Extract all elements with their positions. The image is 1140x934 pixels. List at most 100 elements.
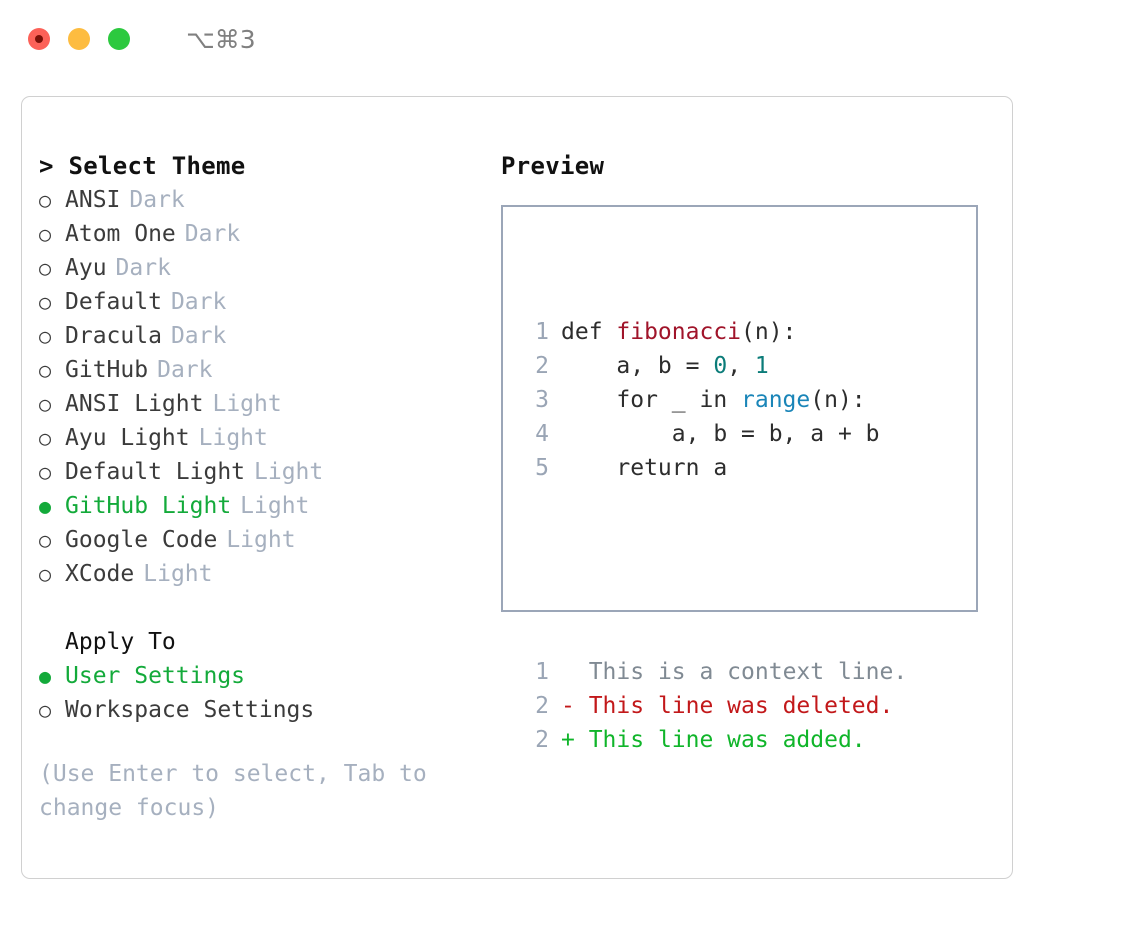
diff-line: 1 This is a context line.	[523, 655, 907, 689]
diff-line: 2+ This line was added.	[523, 723, 907, 757]
code-token: a, b =	[561, 353, 714, 379]
radio-unselected-icon: ○	[39, 358, 52, 382]
line-number: 2	[535, 693, 549, 719]
theme-option-atom-one[interactable]: ○ Atom One Dark	[39, 217, 489, 251]
code-token: a, b = b, a + b	[561, 421, 880, 447]
code-token: ,	[727, 353, 755, 379]
code-token: return a	[561, 455, 728, 481]
code-line: 4 a, b = b, a + b	[523, 417, 907, 451]
theme-option-ayu[interactable]: ○ Ayu Dark	[39, 251, 489, 285]
radio-unselected-icon: ○	[39, 460, 52, 484]
code-token: (n):	[741, 319, 797, 345]
theme-name-label: ANSI Light	[65, 391, 204, 417]
preview-heading: Preview	[501, 152, 605, 180]
code-token: fibonacci	[616, 319, 742, 345]
radio-selected-icon: ●	[39, 494, 52, 518]
theme-category-label: Dark	[170, 323, 227, 349]
code-line: 2 a, b = 0, 1	[523, 349, 907, 383]
code-token: for _ in	[561, 387, 742, 413]
minimize-window-icon[interactable]	[68, 28, 90, 50]
code-line-content: a, b = 0, 1	[561, 349, 768, 383]
diff-text: This is a context line.	[588, 659, 908, 685]
code-token: def	[561, 319, 617, 345]
theme-category-label: Light	[254, 459, 324, 485]
apply-to-list: ●User Settings ○ Workspace Settings	[39, 659, 489, 727]
theme-category-label: Light	[240, 493, 310, 519]
theme-option-google-code[interactable]: ○ Google Code Light	[39, 523, 489, 557]
theme-category-label: Light	[226, 527, 296, 553]
theme-name-label: Google Code	[65, 527, 218, 553]
theme-name-label: Ayu Light	[65, 425, 190, 451]
code-token: 0	[713, 353, 728, 379]
apply-to-option-user-settings[interactable]: ●User Settings	[39, 659, 489, 693]
theme-option-ayu-light[interactable]: ○ Ayu Light Light	[39, 421, 489, 455]
apply-to-label: User Settings	[65, 663, 246, 689]
theme-name-label: Default Light	[65, 459, 246, 485]
radio-unselected-icon: ○	[39, 698, 52, 722]
diff-sample-lines: 1 This is a context line.2- This line wa…	[523, 655, 907, 757]
maximize-window-icon[interactable]	[108, 28, 130, 50]
radio-unselected-icon: ○	[39, 392, 52, 416]
radio-unselected-icon: ○	[39, 562, 52, 586]
theme-category-label: Dark	[184, 221, 241, 247]
radio-unselected-icon: ○	[39, 290, 52, 314]
code-line-content: def fibonacci(n):	[561, 315, 796, 349]
line-number: 3	[535, 387, 549, 413]
theme-category-label: Dark	[157, 357, 213, 383]
code-line-content: a, b = b, a + b	[561, 417, 880, 451]
close-window-icon[interactable]	[28, 28, 50, 50]
theme-option-dracula[interactable]: ○ Dracula Dark	[39, 319, 489, 353]
theme-category-label: Light	[212, 391, 282, 417]
code-line: 3 for _ in range(n):	[523, 383, 907, 417]
theme-name-label: Dracula	[65, 323, 162, 349]
code-line-content: return a	[561, 451, 727, 485]
theme-name-label: Ayu	[65, 255, 107, 281]
radio-unselected-icon: ○	[39, 528, 52, 552]
theme-option-ansi-light[interactable]: ○ ANSI Light Light	[39, 387, 489, 421]
traffic-light-buttons	[28, 28, 130, 50]
code-diff-gap	[523, 553, 907, 587]
theme-category-label: Dark	[115, 255, 171, 281]
line-number: 2	[535, 727, 549, 753]
select-theme-heading: > Select Theme	[39, 152, 246, 180]
diff-text: This line was deleted.	[588, 693, 894, 719]
theme-option-default[interactable]: ○ Default Dark	[39, 285, 489, 319]
radio-unselected-icon: ○	[39, 324, 52, 348]
radio-unselected-icon: ○	[39, 256, 52, 280]
theme-option-default-light[interactable]: ○ Default Light Light	[39, 455, 489, 489]
apply-to-label: Workspace Settings	[65, 697, 315, 723]
diff-marker: +	[561, 727, 589, 753]
theme-option-ansi[interactable]: ○ ANSI Dark	[39, 183, 489, 217]
line-number: 5	[535, 455, 549, 481]
code-line: 5 return a	[523, 451, 907, 485]
code-line-content: for _ in range(n):	[561, 383, 865, 417]
keyboard-hint-text: (Use Enter to select, Tab to change focu…	[39, 761, 427, 821]
theme-category-label: Light	[143, 561, 213, 587]
apply-to-heading: Apply To	[65, 629, 176, 655]
hint-spacer	[39, 727, 489, 757]
theme-category-label: Dark	[129, 187, 185, 213]
theme-name-label: ANSI	[65, 187, 121, 213]
theme-name-label: Default	[65, 289, 162, 315]
theme-category-label: Dark	[170, 289, 227, 315]
radio-unselected-icon: ○	[39, 426, 52, 450]
line-number: 1	[535, 319, 549, 345]
theme-category-label: Light	[198, 425, 268, 451]
diff-marker	[561, 655, 589, 689]
line-number: 2	[535, 353, 549, 379]
radio-unselected-icon: ○	[39, 188, 52, 212]
radio-unselected-icon: ○	[39, 222, 52, 246]
apply-to-option-workspace-settings[interactable]: ○ Workspace Settings	[39, 693, 489, 727]
keyboard-shortcut-label: ⌥⌘3	[186, 24, 256, 54]
theme-name-label: Atom One	[65, 221, 176, 247]
